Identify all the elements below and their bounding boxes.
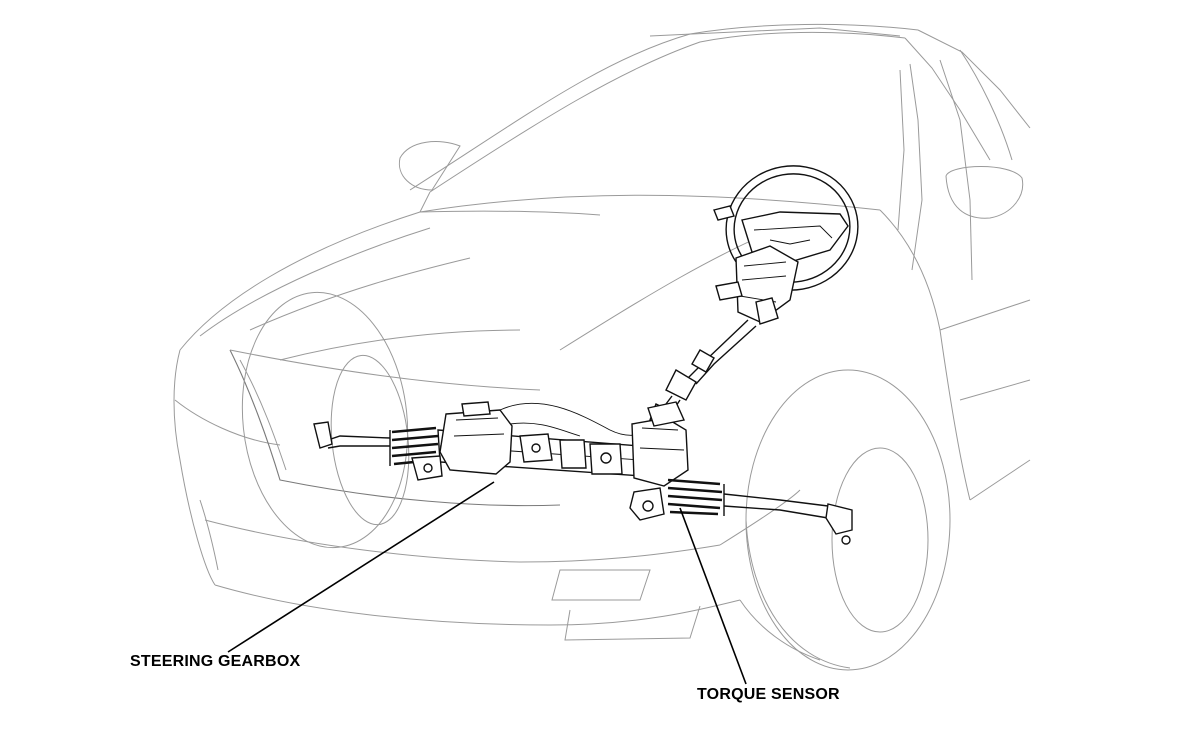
steering-column	[649, 245, 799, 429]
torque-sensor-label: TORQUE SENSOR	[697, 686, 840, 703]
steering-gearbox	[313, 401, 853, 545]
steering-gearbox-leader	[227, 481, 495, 653]
car-body-outline	[173, 23, 1031, 671]
steering-gearbox-label: STEERING GEARBOX	[130, 653, 301, 670]
torque-sensor-leader	[679, 507, 747, 685]
